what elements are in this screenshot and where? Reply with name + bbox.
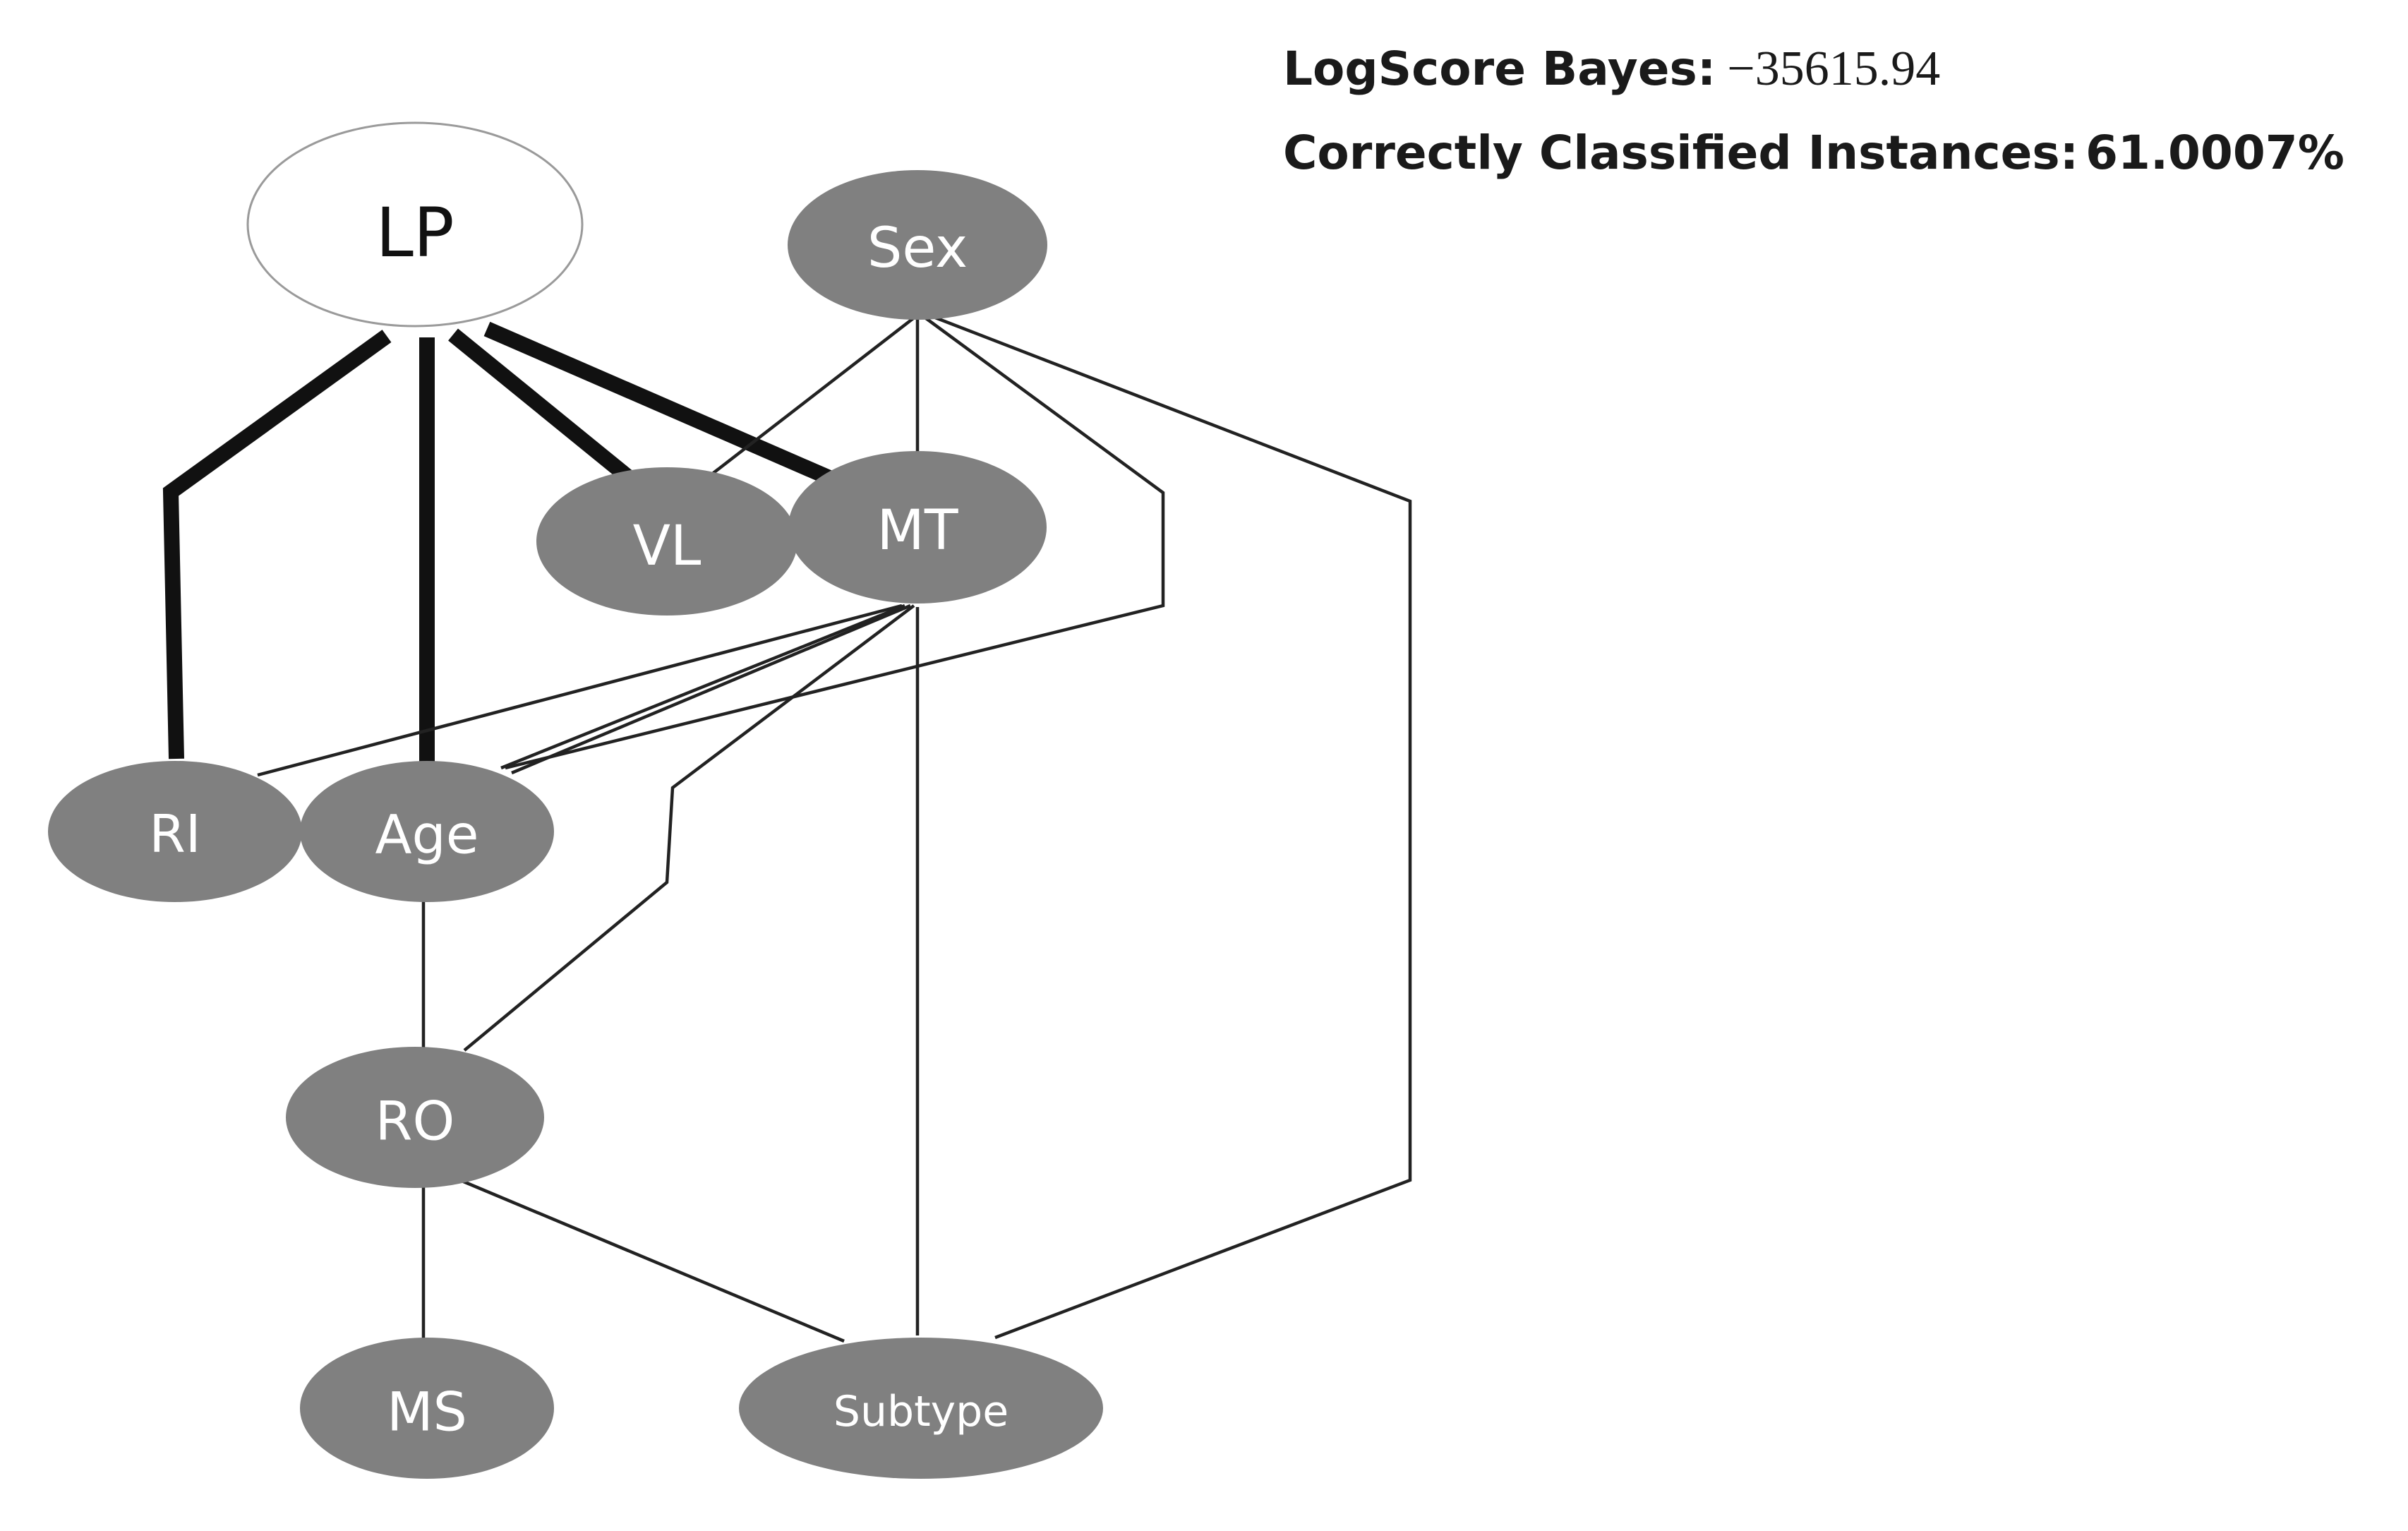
node-mt: MT xyxy=(788,451,1047,604)
node-ms-shape xyxy=(300,1338,554,1479)
accuracy-label: Correctly Classified Instances: xyxy=(1283,126,2079,180)
edge-lp-mt xyxy=(483,321,838,488)
node-ro-label: RO xyxy=(375,1090,455,1153)
node-age: Age xyxy=(300,761,554,902)
node-lp-shape xyxy=(246,121,584,328)
node-subtype-label: Subtype xyxy=(833,1387,1009,1436)
node-vl-label: VL xyxy=(633,515,702,578)
node-lp: LP xyxy=(246,121,584,328)
strong-edges xyxy=(162,321,838,762)
accuracy-stat: Correctly Classified Instances:61.0007% xyxy=(1283,126,2344,180)
edge-sex-subtype xyxy=(931,314,1412,1340)
node-vl-shape xyxy=(536,467,797,616)
edge-lp-vl xyxy=(448,328,640,489)
thin-edges xyxy=(257,314,1412,1343)
node-ri: RI xyxy=(48,761,302,902)
node-age-label: Age xyxy=(375,803,479,866)
node-ro-shape xyxy=(286,1047,544,1188)
edge-sex-age xyxy=(505,315,1165,770)
edge-lp-ri xyxy=(162,330,392,760)
node-subtype: Subtype xyxy=(739,1338,1103,1479)
accuracy-value: 61.0007% xyxy=(2085,126,2344,180)
node-lp-label: LP xyxy=(375,193,454,272)
edge-ro-subtype xyxy=(459,1178,845,1343)
node-ms: MS xyxy=(300,1338,554,1479)
edge-mt-age-1 xyxy=(500,604,905,770)
edge-mt-ri xyxy=(257,604,903,777)
edge-sex-vl xyxy=(694,315,917,488)
node-vl: VL xyxy=(536,467,797,616)
node-ri-shape xyxy=(48,761,302,902)
logscore-value: −35615.94 xyxy=(1727,42,1941,96)
node-ro: RO xyxy=(286,1047,544,1188)
node-ms-label: MS xyxy=(387,1381,467,1443)
node-sex-label: Sex xyxy=(867,217,968,280)
node-sex: Sex xyxy=(788,170,1047,320)
node-sex-shape xyxy=(788,170,1047,320)
logscore-stat: LogScore Bayes:−35615.94 xyxy=(1283,41,1940,97)
node-subtype-shape xyxy=(739,1338,1103,1479)
edge-mt-age-2 xyxy=(511,604,911,775)
logscore-label: LogScore Bayes: xyxy=(1283,42,1716,96)
node-mt-label: MT xyxy=(877,499,958,563)
node-age-shape xyxy=(300,761,554,902)
node-ri-label: RI xyxy=(149,804,200,865)
edge-mt-ro xyxy=(463,604,915,1052)
node-mt-shape xyxy=(788,451,1047,604)
